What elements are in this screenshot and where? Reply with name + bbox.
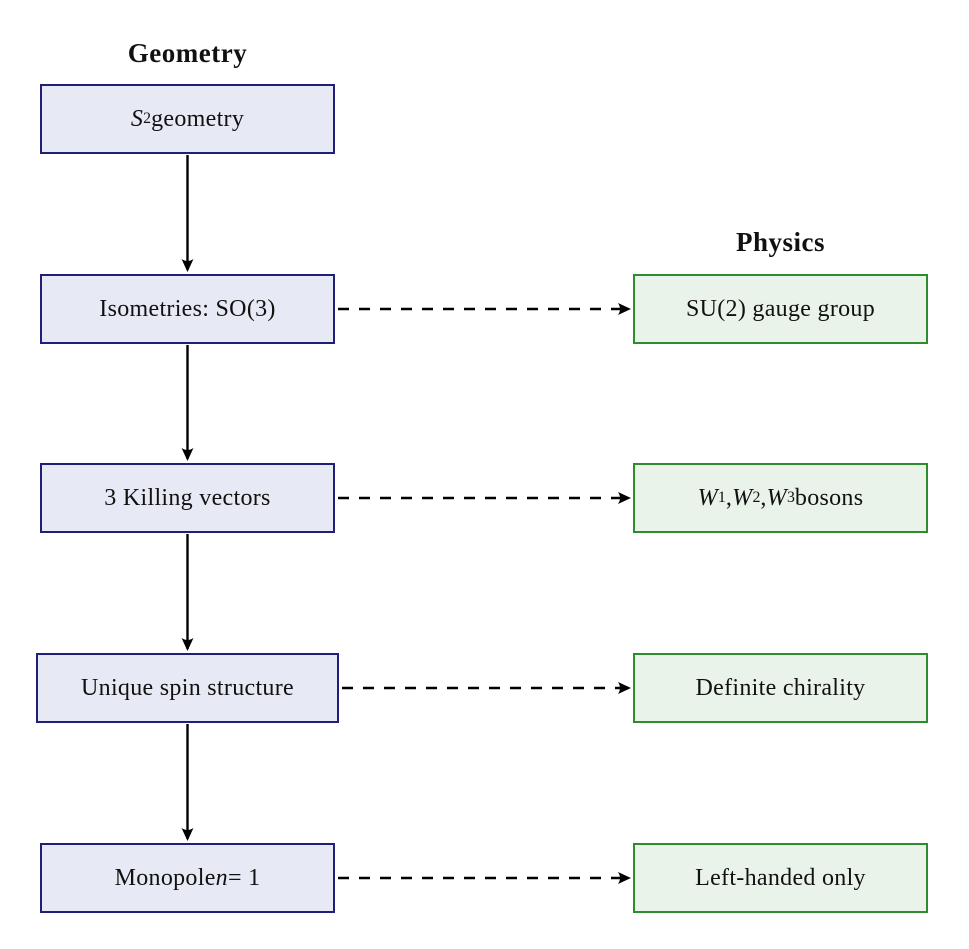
label-segment: S bbox=[130, 105, 144, 132]
node-monopole-n-1: Monopole n = 1 bbox=[40, 843, 335, 913]
label-segment: Left-handed only bbox=[695, 864, 866, 891]
label-segment: , bbox=[760, 484, 767, 511]
node-unique-spin-structure: Unique spin structure bbox=[36, 653, 339, 723]
node-isometries-so3: Isometries: SO(3) bbox=[40, 274, 335, 344]
label-segment: 3 Killing vectors bbox=[104, 484, 271, 511]
node-killing-vectors: 3 Killing vectors bbox=[40, 463, 335, 533]
label-segment: 2 bbox=[752, 489, 761, 506]
label-segment: Monopole bbox=[114, 864, 216, 891]
geometry-column-title: Geometry bbox=[127, 38, 248, 68]
label-segment: n bbox=[215, 864, 228, 891]
node-su2-gauge-group: SU(2) gauge group bbox=[633, 274, 928, 344]
label-segment: Definite chirality bbox=[695, 674, 866, 701]
label-segment: W bbox=[732, 484, 753, 511]
label-segment: SU(2) gauge group bbox=[685, 295, 876, 322]
label-segment: 3 bbox=[786, 489, 795, 506]
node-left-handed-only: Left-handed only bbox=[633, 843, 928, 913]
label-segment: W bbox=[697, 484, 718, 511]
label-segment: W bbox=[766, 484, 787, 511]
label-segment: Isometries: SO(3) bbox=[99, 295, 276, 322]
label-segment: 2 bbox=[143, 110, 152, 127]
physics-column-title: Physics bbox=[735, 227, 825, 257]
label-segment: , bbox=[725, 484, 733, 511]
label-segment: bosons bbox=[794, 484, 864, 511]
label-segment: = 1 bbox=[227, 864, 261, 891]
label-segment: Unique spin structure bbox=[81, 674, 294, 701]
node-definite-chirality: Definite chirality bbox=[633, 653, 928, 723]
label-segment: geometry bbox=[151, 105, 245, 132]
label-segment: 1 bbox=[717, 489, 726, 506]
